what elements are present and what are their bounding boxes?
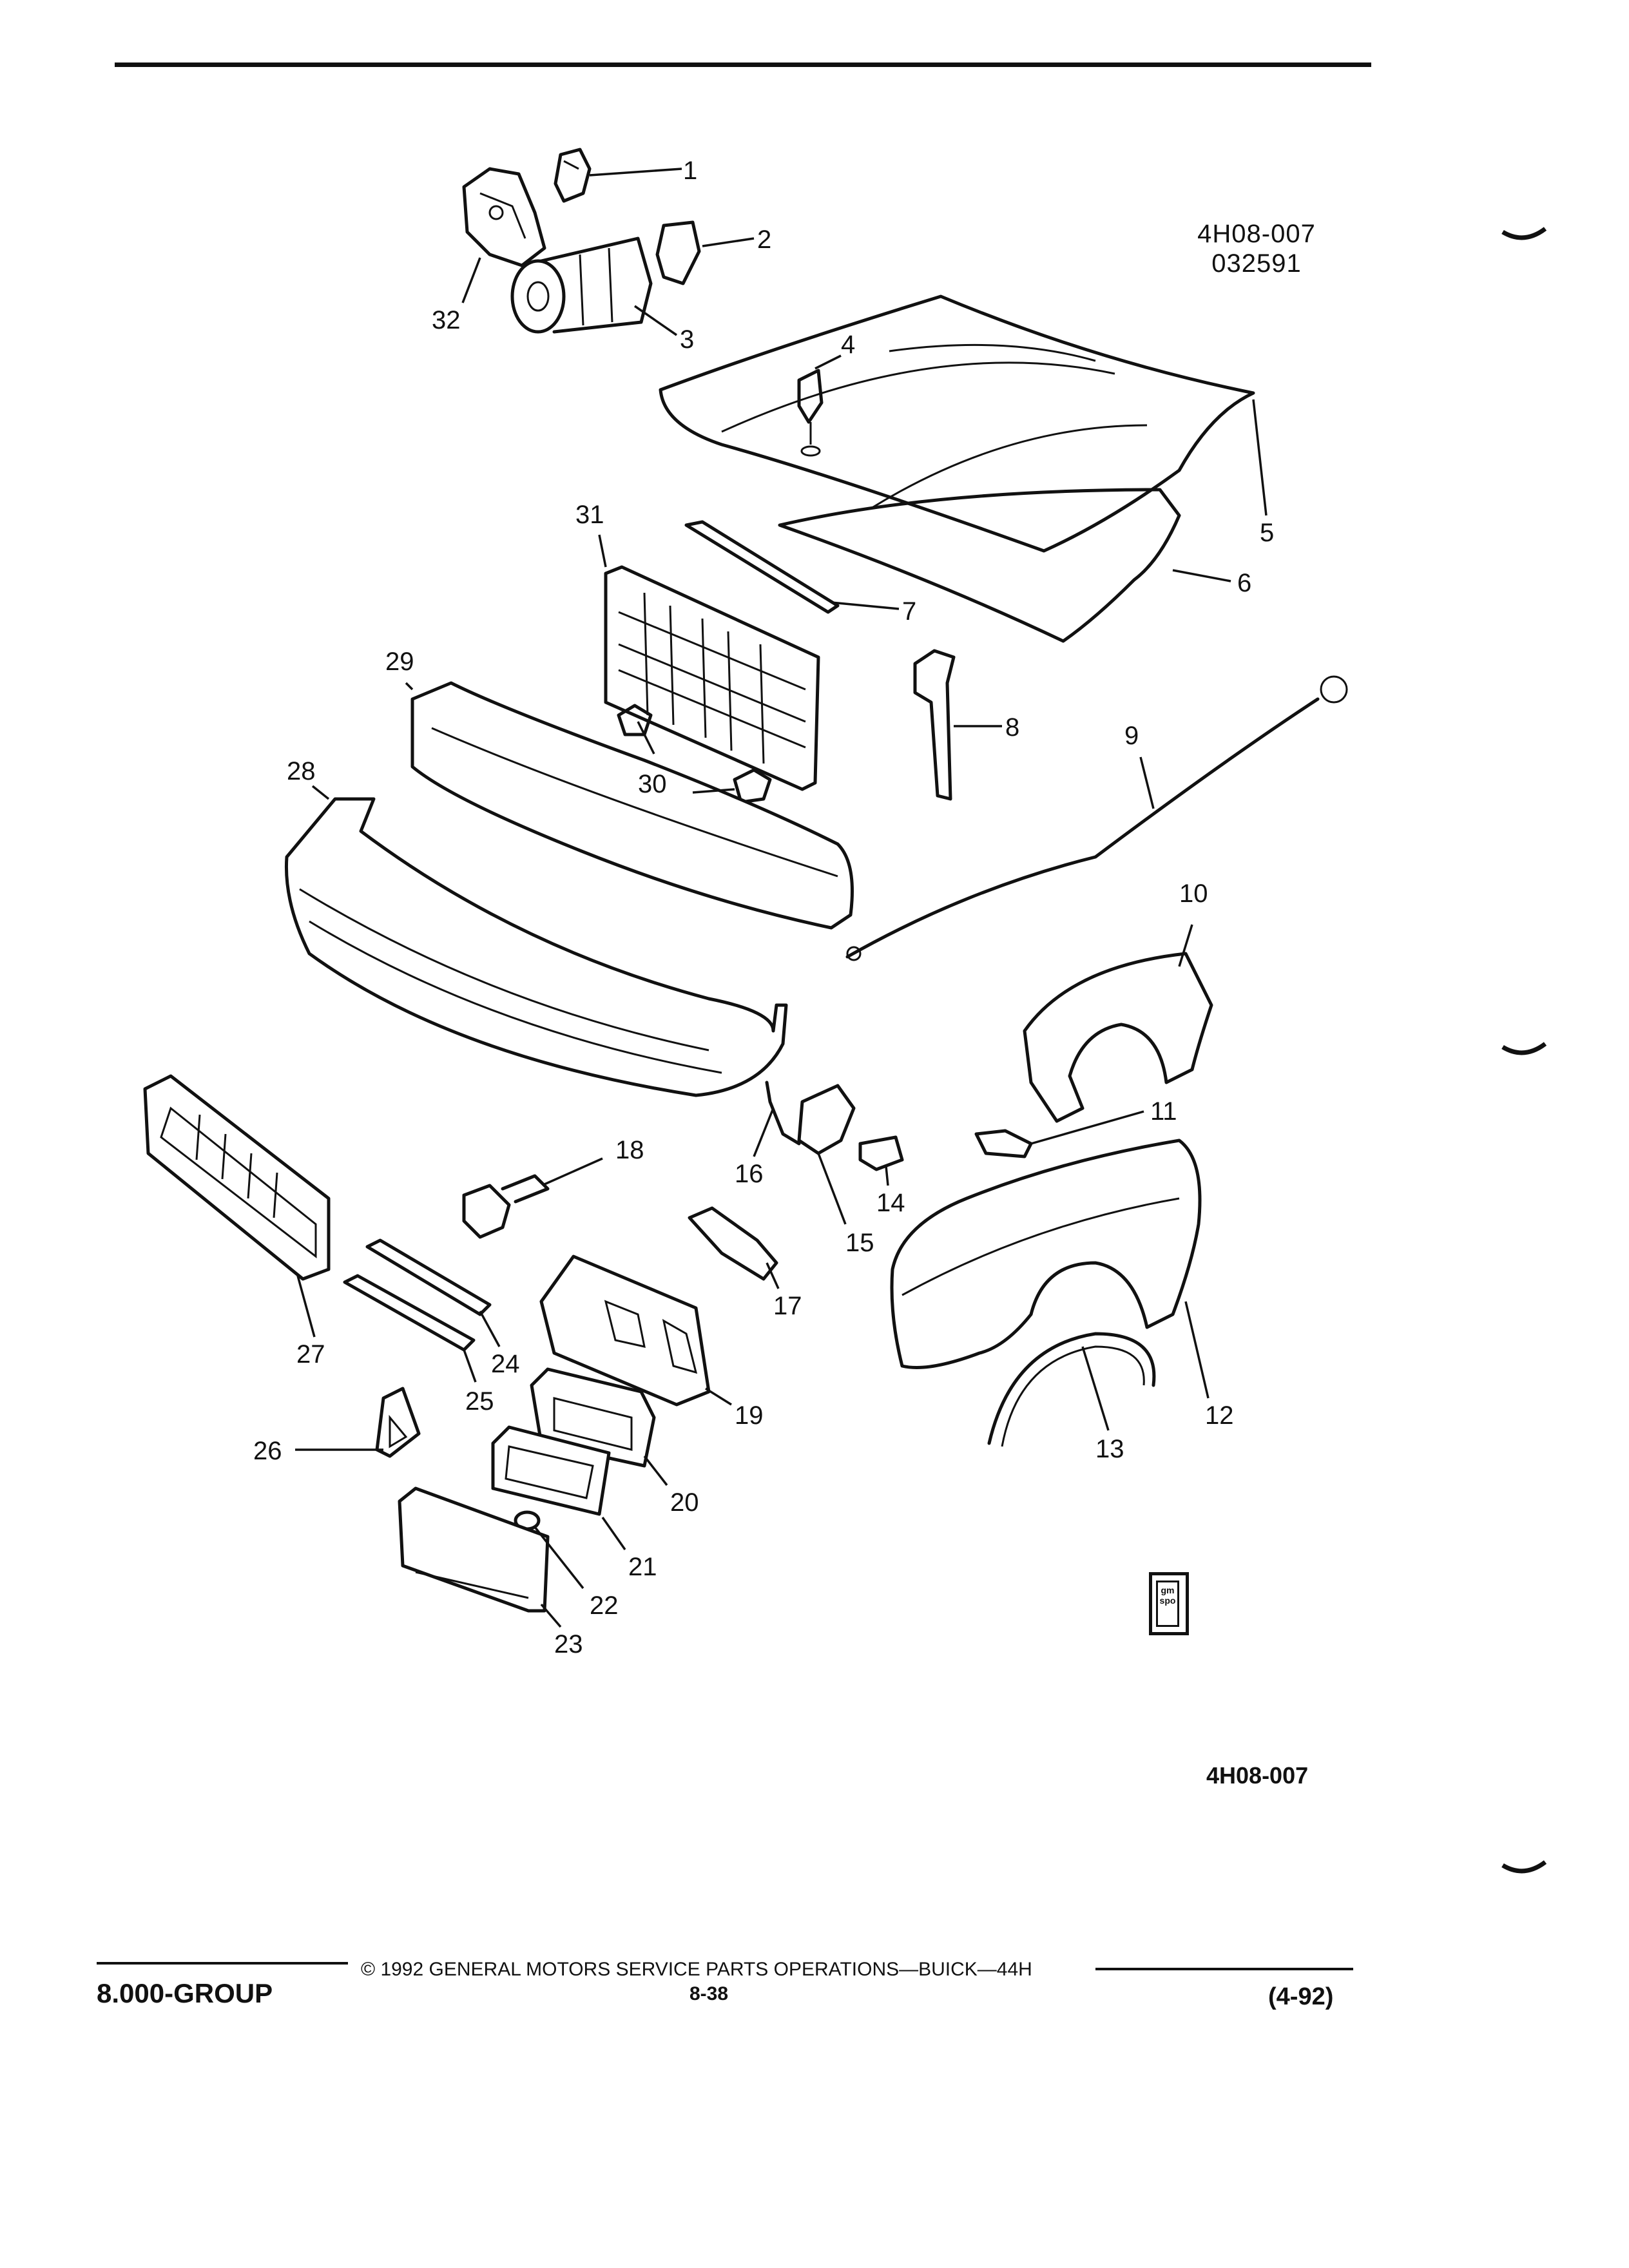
- callout-12: 12: [1205, 1401, 1234, 1430]
- callout-labels: 1 2 3 4 5 6 7 8 9 10 11 12 13 14 15 16 1…: [253, 157, 1274, 1658]
- callout-29: 29: [385, 648, 414, 676]
- callout-8: 8: [1005, 713, 1019, 742]
- callout-18: 18: [615, 1136, 644, 1164]
- part-4-hood-latch: [797, 369, 824, 457]
- diagram-id-date: 032591: [1211, 249, 1302, 278]
- part-29-impact-bar: [410, 681, 854, 930]
- callout-1: 1: [683, 157, 697, 185]
- footer-revision: (4-92): [1268, 1983, 1334, 2010]
- callout-13: 13: [1095, 1435, 1124, 1463]
- callout-17: 17: [773, 1292, 802, 1320]
- callout-6: 6: [1237, 569, 1251, 597]
- part-28-bumper-fascia: [284, 797, 788, 1097]
- callout-21: 21: [628, 1553, 657, 1581]
- part-10-wheelhouse-liner: [1023, 952, 1213, 1123]
- part-31-radiator: [604, 565, 820, 791]
- part-15-bracket: [797, 1084, 856, 1155]
- part-26-filler: [375, 1387, 421, 1458]
- diagram-id-code: 4H08-007: [1197, 220, 1316, 248]
- callout-23: 23: [554, 1630, 583, 1658]
- footer-page-number: 8-38: [689, 1983, 729, 2004]
- callout-7: 7: [902, 597, 916, 626]
- callout-15: 15: [845, 1229, 874, 1257]
- callout-28: 28: [287, 757, 316, 785]
- part-18-lamp-socket: [462, 1174, 550, 1239]
- callout-4: 4: [841, 331, 855, 359]
- part-32-mount-bracket: [462, 167, 546, 267]
- part-2-bracket: [655, 220, 701, 285]
- part-11-clip: [974, 1129, 1033, 1158]
- callout-30: 30: [638, 770, 667, 798]
- part-14-bracket: [858, 1135, 904, 1171]
- part-3-compressor: [510, 236, 653, 334]
- callout-24: 24: [491, 1350, 520, 1378]
- part-25-molding: [343, 1274, 476, 1352]
- gm-spo-logo-mark: gm spo: [1156, 1581, 1179, 1627]
- footer-group: 8.000-GROUP: [97, 1978, 273, 2008]
- part-12-fender: [890, 1139, 1202, 1369]
- callout-10: 10: [1179, 879, 1208, 908]
- binding-mark-middle: [1501, 1042, 1547, 1055]
- callout-32: 32: [432, 306, 461, 334]
- callout-5: 5: [1260, 519, 1274, 547]
- footer-rule-left: [97, 1962, 348, 1965]
- callout-27: 27: [296, 1340, 325, 1369]
- part-17-side-marker-lamp: [688, 1206, 778, 1281]
- gm-spo-logo: gm spo: [1149, 1572, 1189, 1635]
- part-8-hood-latch-support: [913, 649, 956, 801]
- figure-code: 4H08-007: [1206, 1762, 1309, 1789]
- part-9-hood-release-cable: [845, 675, 1348, 961]
- part-6-hood-insulator: [778, 488, 1181, 643]
- part-27-grille: [143, 1074, 331, 1281]
- top-rule: [115, 62, 1371, 67]
- callout-16: 16: [735, 1160, 764, 1188]
- footer-rule-right: [1095, 1968, 1353, 1970]
- diagram-id: 4H08-007 032591: [1160, 219, 1353, 278]
- part-23-lamp-lens: [398, 1486, 550, 1613]
- leader-lines: [295, 168, 1268, 1628]
- callout-11: 11: [1150, 1097, 1177, 1126]
- part-24-molding: [365, 1238, 492, 1316]
- part-16-rod: [765, 1081, 801, 1146]
- logo-text-spo: spo: [1159, 1595, 1176, 1606]
- callout-2: 2: [757, 226, 771, 254]
- part-7-radiator-seal: [684, 520, 840, 614]
- binding-mark-bottom: [1501, 1860, 1547, 1874]
- callout-9: 9: [1124, 722, 1139, 750]
- part-13-wheel-molding: [987, 1332, 1156, 1447]
- footer-copyright: © 1992 GENERAL MOTORS SERVICE PARTS OPER…: [361, 1959, 1032, 1980]
- callout-20: 20: [670, 1488, 699, 1517]
- part-5-hood: [659, 294, 1255, 553]
- logo-text-gm: gm: [1161, 1585, 1175, 1595]
- callout-25: 25: [465, 1387, 494, 1416]
- callout-3: 3: [680, 325, 694, 354]
- part-1-bracket: [554, 148, 592, 203]
- callout-26: 26: [253, 1437, 282, 1465]
- binding-mark-top: [1501, 227, 1547, 240]
- part-21-bezel: [491, 1425, 611, 1516]
- callout-14: 14: [876, 1189, 905, 1217]
- callout-22: 22: [590, 1591, 619, 1620]
- callout-19: 19: [735, 1401, 764, 1430]
- callout-31: 31: [575, 501, 604, 529]
